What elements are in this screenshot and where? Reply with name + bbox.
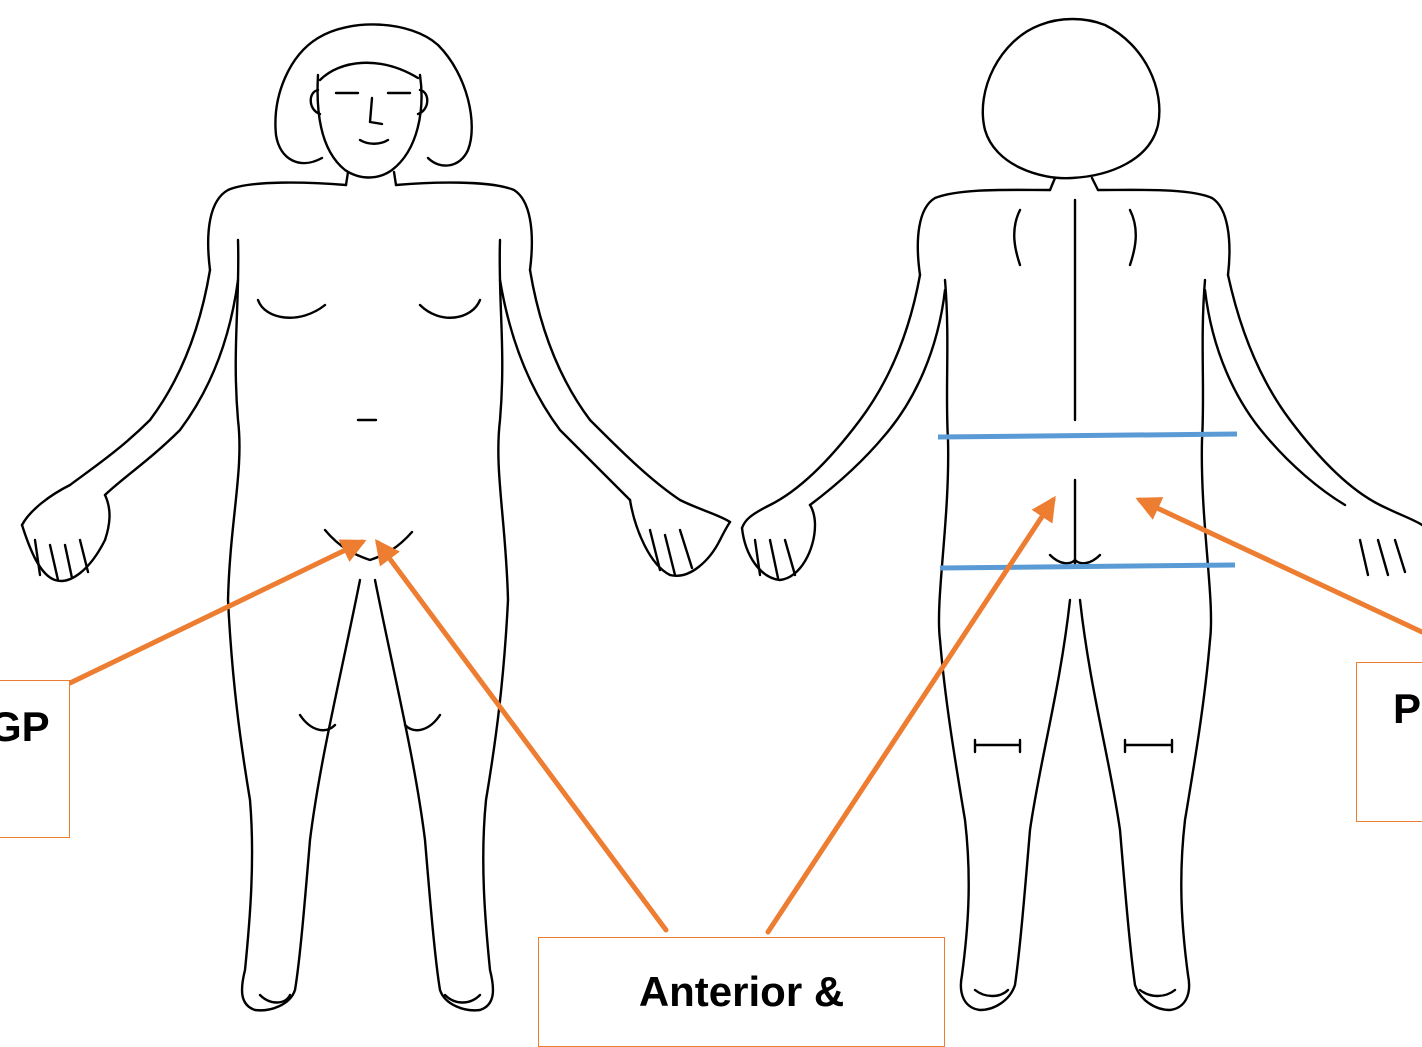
front-torso	[208, 183, 532, 270]
front-body-figure	[22, 24, 730, 1010]
back-left-arm	[742, 275, 945, 528]
label-box-right: P	[1356, 662, 1422, 822]
diagram-canvas	[0, 0, 1422, 1025]
back-torso	[918, 190, 1230, 275]
back-legs	[940, 600, 1210, 1010]
upper-band-line	[938, 434, 1237, 437]
arrow-mid-box-to-front	[378, 543, 666, 930]
lower-band-line	[940, 565, 1235, 568]
back-body-figure	[742, 19, 1422, 1010]
arrow-left-box-to-front	[70, 542, 362, 683]
front-left-arm	[22, 270, 238, 525]
label-box-left: GP	[0, 680, 70, 838]
front-legs	[228, 580, 508, 1010]
label-right-text: P	[1393, 685, 1421, 732]
label-box-middle: Anterior &	[538, 937, 945, 1047]
label-middle-text: Anterior &	[639, 968, 844, 1015]
back-head	[983, 19, 1160, 178]
front-face	[318, 75, 422, 178]
back-right-arm	[1205, 275, 1422, 525]
arrow-mid-box-to-back	[768, 500, 1053, 932]
front-right-arm	[500, 270, 730, 522]
label-left-text: GP	[0, 703, 50, 750]
